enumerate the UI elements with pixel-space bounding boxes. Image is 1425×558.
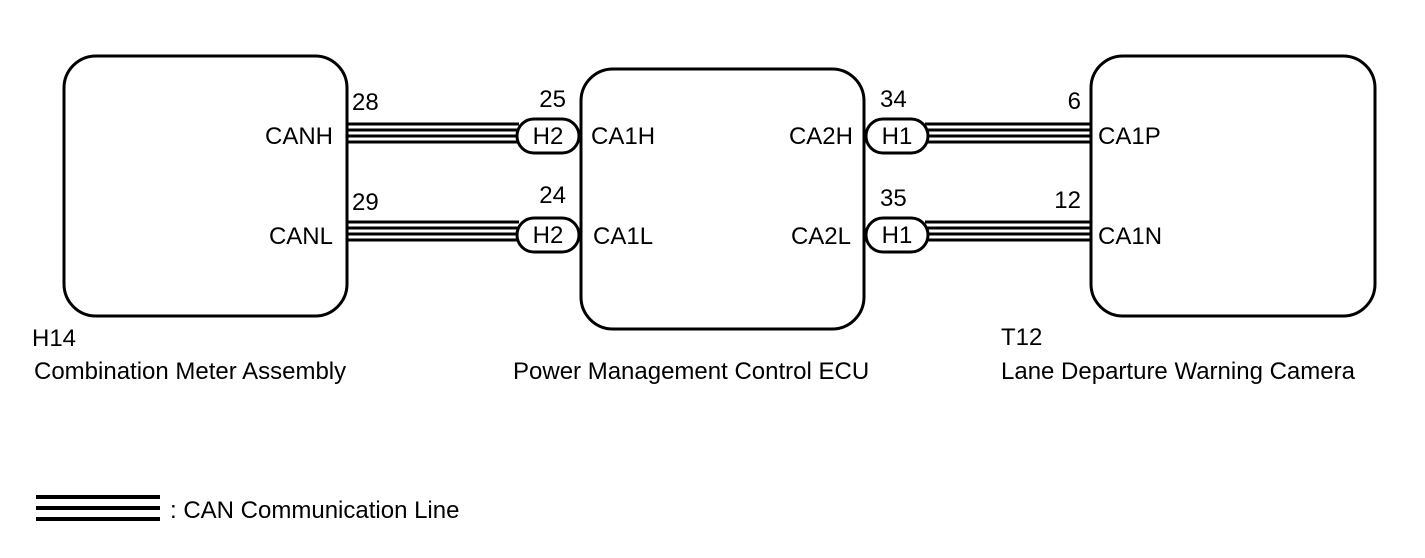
can-line-ca1p	[925, 122, 1091, 144]
lane-departure-camera-name: Lane Departure Warning Camera	[1001, 358, 1356, 385]
pin-ca1n: CA1N	[1098, 223, 1162, 250]
junction-h2-bottom-label: H2	[533, 222, 564, 249]
pin-ca2l: CA2L	[791, 223, 851, 250]
pin-number-6: 6	[1068, 88, 1081, 115]
combination-meter-box	[62, 54, 349, 318]
pin-number-12: 12	[1054, 187, 1081, 214]
connector-h14: H14	[32, 325, 76, 352]
power-management-ecu-box	[579, 67, 866, 331]
pin-ca1l: CA1L	[593, 223, 653, 250]
pin-ca1h: CA1H	[591, 123, 655, 150]
junction-h2-top	[515, 117, 581, 155]
pin-ca1p: CA1P	[1098, 123, 1161, 150]
junction-h2-bottom	[515, 216, 581, 254]
pin-number-24: 24	[539, 182, 566, 209]
legend-label: : CAN Communication Line	[170, 497, 459, 524]
can-line-ca1n	[925, 220, 1091, 242]
pin-number-35: 35	[880, 185, 907, 212]
can-line-canh	[347, 122, 519, 144]
junction-h1-bottom-label: H1	[882, 222, 913, 249]
pin-number-34: 34	[880, 86, 907, 113]
junction-h1-bottom	[864, 216, 930, 254]
junction-h1-top-label: H1	[882, 123, 913, 150]
power-management-ecu-name: Power Management Control ECU	[513, 358, 869, 385]
pin-number-28: 28	[352, 89, 379, 116]
pin-ca2h: CA2H	[789, 123, 853, 150]
pin-canl: CANL	[269, 223, 333, 250]
combination-meter-name: Combination Meter Assembly	[34, 358, 346, 385]
pin-number-25: 25	[539, 86, 566, 113]
connector-t12: T12	[1001, 324, 1042, 351]
junction-h1-top	[864, 117, 930, 155]
legend-can-line-symbol	[36, 495, 160, 521]
junction-h2-top-label: H2	[533, 123, 564, 150]
pin-number-29: 29	[352, 189, 379, 216]
lane-departure-camera-box	[1089, 54, 1377, 318]
pin-canh: CANH	[265, 123, 333, 150]
can-line-canl	[347, 220, 519, 242]
